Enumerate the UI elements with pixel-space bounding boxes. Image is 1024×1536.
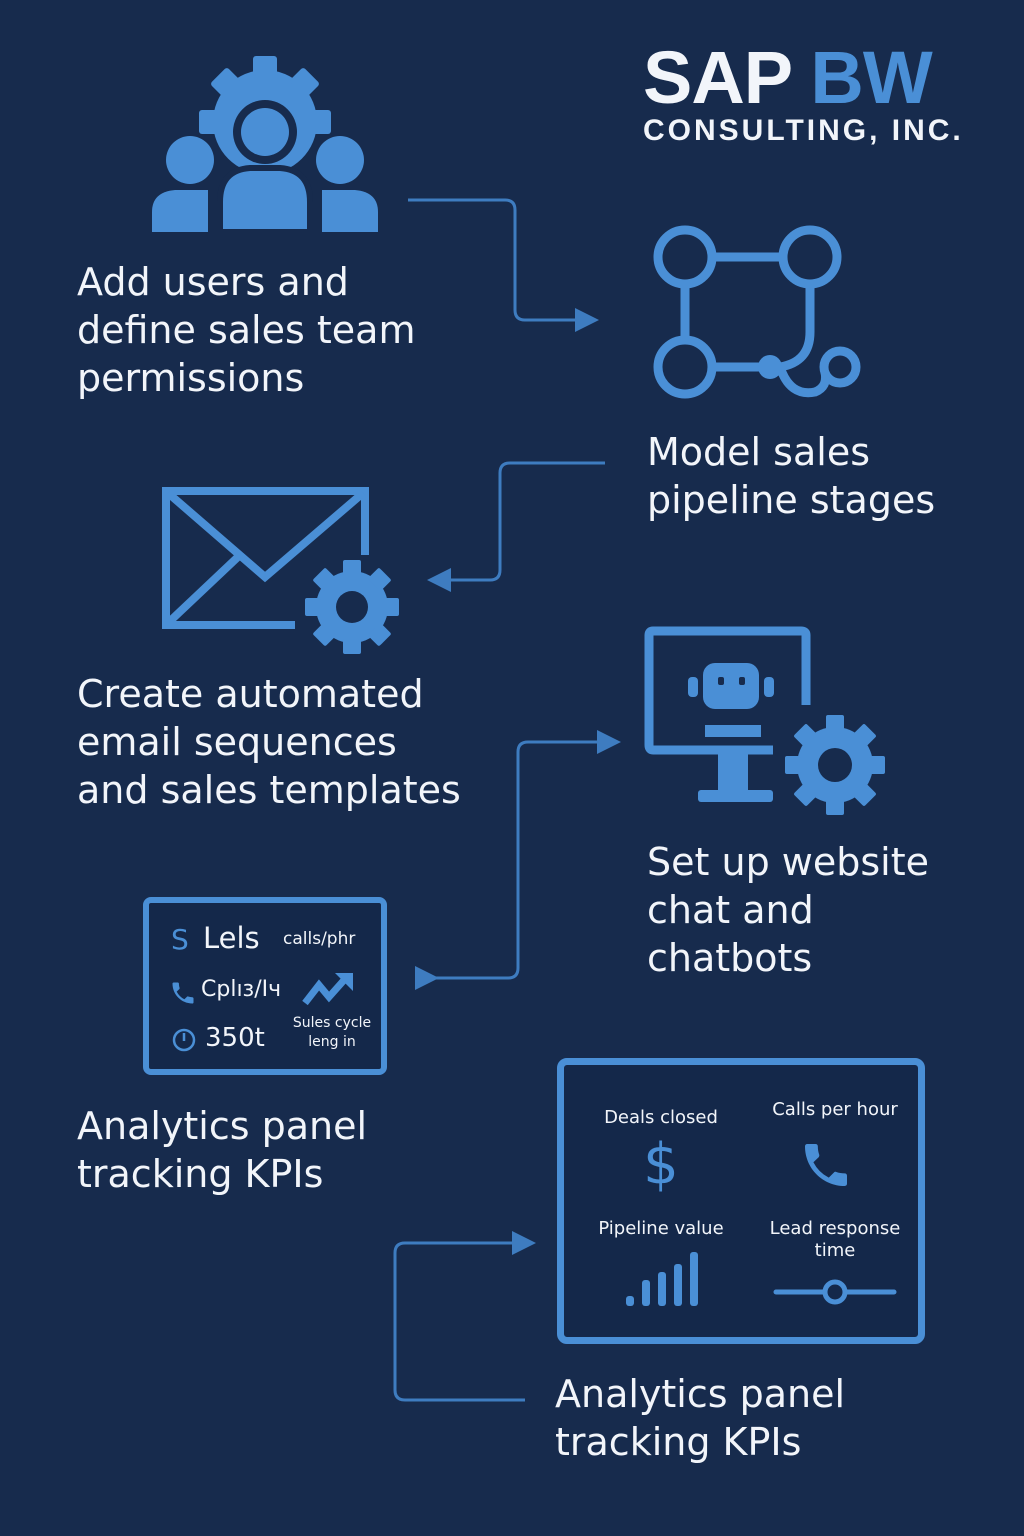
phone-icon	[805, 1144, 847, 1186]
small-kpi-panel: S Lels calls/phr Cplıз/Iч 350t Sules cyc…	[143, 897, 387, 1075]
step-line: and sales templates	[77, 768, 461, 812]
lead-response-label-1: Lead response	[769, 1218, 901, 1239]
step-line: permissions	[77, 356, 305, 400]
step-line: chat and	[647, 888, 814, 932]
pipeline-value-label: Pipeline value	[598, 1218, 724, 1239]
step-1-text: Add users and define sales team permissi…	[77, 258, 415, 402]
step-line: define sales team	[77, 308, 416, 352]
logo-bw: BW	[810, 36, 932, 119]
dollar-icon: S	[171, 923, 189, 956]
bar-chart-icon	[626, 1252, 698, 1306]
users-gear-icon	[152, 56, 378, 234]
deals-closed-label: Deals closed	[604, 1107, 718, 1128]
step-line: Set up website	[647, 840, 929, 884]
large-kpi-panel: Deals closed $ Calls per hour Pipeline v…	[557, 1058, 925, 1344]
step-line: Create automated	[77, 672, 424, 716]
step-4-text: Set up website chat and chatbots	[647, 838, 929, 982]
pipeline-nodes-icon	[653, 225, 861, 399]
step-line: chatbots	[647, 936, 813, 980]
step-line: email sequences	[77, 720, 397, 764]
step-5-text: Analytics panel tracking KPIs	[77, 1102, 367, 1198]
logo-title: SAP BW	[643, 36, 933, 120]
slider-icon	[773, 1279, 897, 1305]
step-line: tracking KPIs	[555, 1420, 802, 1464]
calls-per-hour-label: Calls per hour	[772, 1099, 898, 1120]
step-line: Model sales	[647, 430, 870, 474]
connector-arrow-2	[427, 461, 605, 592]
leads-label: Lels	[203, 921, 260, 955]
email-gear-icon	[162, 487, 399, 654]
logo-subtitle: CONSULTING, INC.	[643, 114, 964, 147]
trend-up-icon	[302, 973, 353, 1006]
step-line: Add users and	[77, 260, 349, 304]
chatbot-monitor-gear-icon	[644, 626, 885, 815]
dollar-icon: $	[643, 1132, 679, 1197]
step-line: tracking KPIs	[77, 1152, 324, 1196]
calls-label: calls/phr	[283, 929, 356, 949]
lead-response-label-2: time	[814, 1240, 856, 1261]
step-line: Analytics panel	[77, 1104, 368, 1148]
step-line: Analytics panel	[555, 1372, 846, 1416]
step-line: pipeline stages	[647, 478, 936, 522]
cycle-label-2: leng in	[308, 1034, 356, 1050]
calls-metric: Cplıз/Iч	[201, 977, 282, 1002]
time-value: 350t	[205, 1023, 265, 1053]
step-2-text: Model sales pipeline stages	[647, 428, 935, 524]
step-3-text: Create automated email sequences and sal…	[77, 670, 461, 814]
step-6-text: Analytics panel tracking KPIs	[555, 1370, 845, 1466]
connector-arrow-1	[408, 198, 599, 332]
logo-sap: SAP	[643, 36, 792, 119]
connector-arrow-4	[393, 1231, 536, 1402]
clock-icon	[172, 1028, 196, 1052]
connector-arrow-3	[415, 730, 621, 990]
cycle-label-1: Sules cycle	[292, 1015, 372, 1031]
phone-icon	[172, 982, 194, 1004]
